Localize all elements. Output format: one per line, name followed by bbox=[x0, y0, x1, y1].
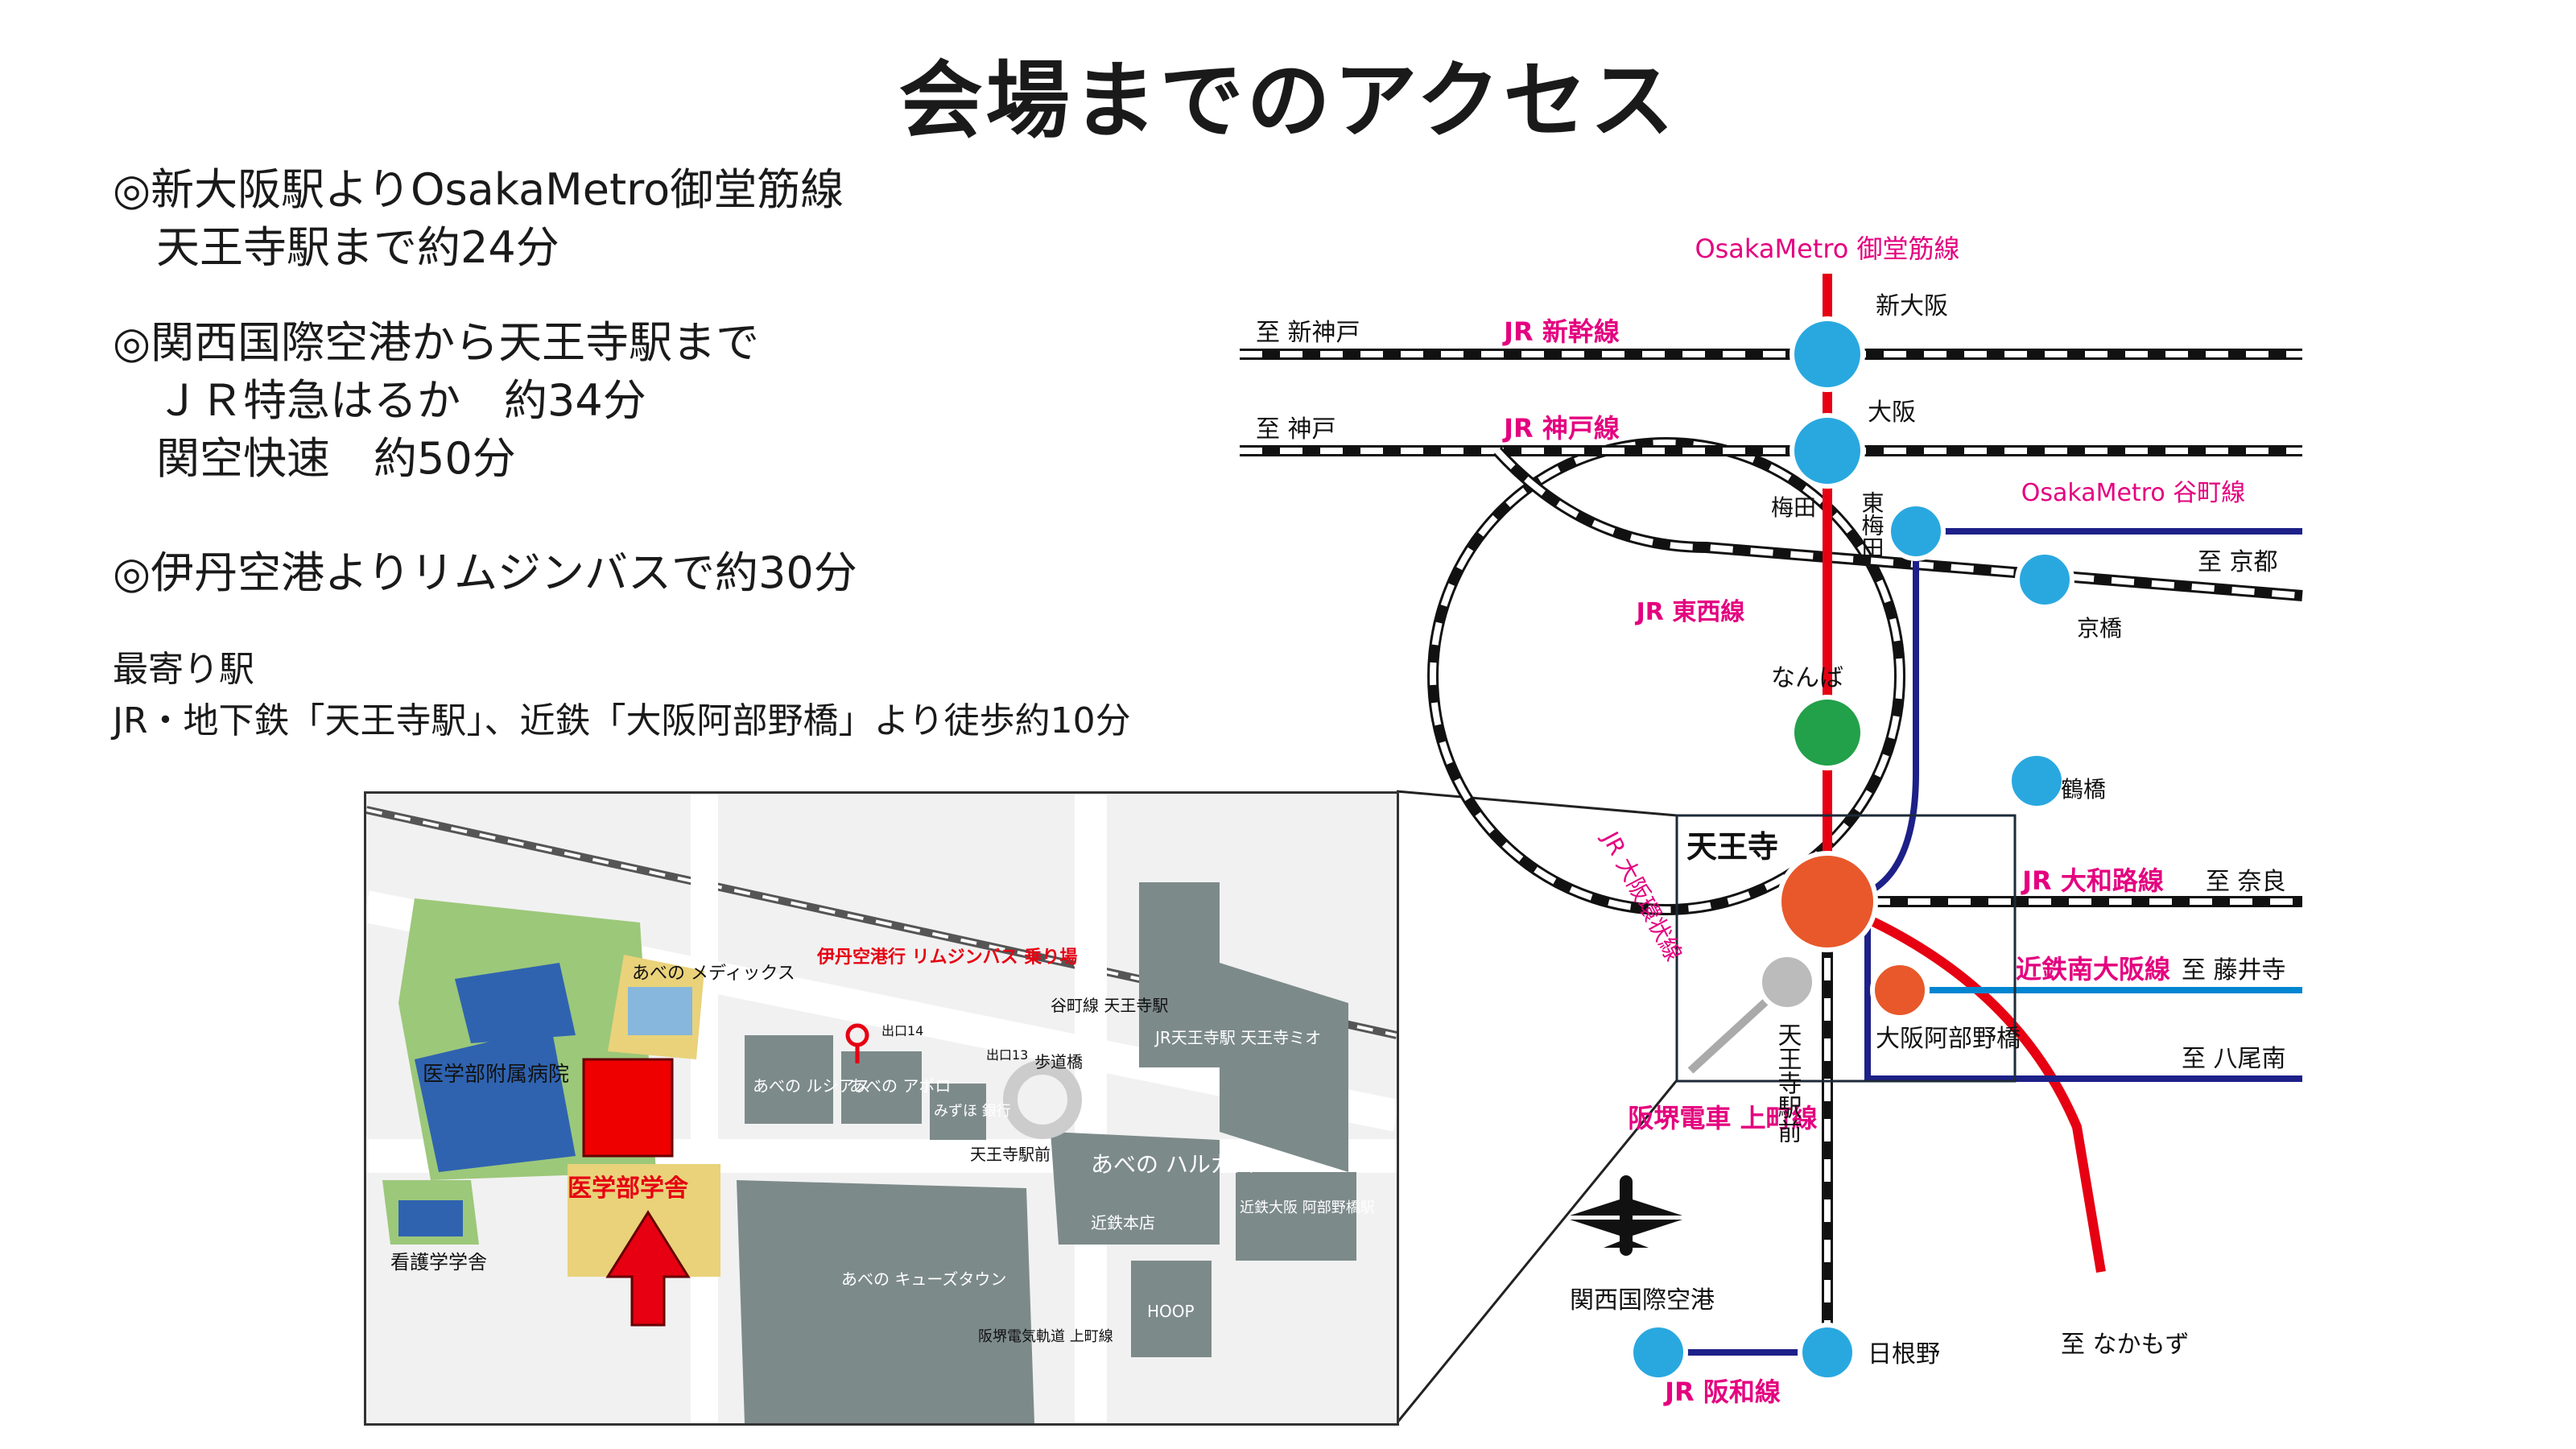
label-hoop: HOOP bbox=[1147, 1302, 1195, 1321]
label-lucias: あべの ルシアス bbox=[753, 1076, 870, 1096]
yamatoji-line-label: JR 大和路線 bbox=[2021, 865, 2164, 896]
jr-loop-line-dash bbox=[1430, 440, 1903, 913]
label-exit13: 出口13 bbox=[986, 1047, 1028, 1063]
label-qs-mall: あべの キューズタウン bbox=[841, 1269, 1006, 1289]
building-mio bbox=[1220, 963, 1348, 1172]
kintetsu-line-label: 近鉄南大阪線 bbox=[2016, 954, 2170, 985]
dest-kyoto: 至 京都 bbox=[2198, 548, 2278, 576]
midosuji-line-south bbox=[1825, 897, 2106, 1273]
access-line: 関空快速 約50分 bbox=[113, 433, 516, 484]
nearest-text: JR・地下鉄「天王寺駅」、近鉄「大阪阿部野橋」より徒歩約10分 bbox=[113, 700, 1131, 741]
dest-yao: 至 八尾南 bbox=[2182, 1045, 2286, 1073]
access-line: ◎関西国際空港から天王寺駅まで bbox=[113, 317, 760, 368]
access-line: ＪＲ特急はるか 約34分 bbox=[113, 375, 646, 426]
building-apollo bbox=[841, 1051, 922, 1124]
building-harukas bbox=[1051, 1132, 1220, 1245]
label-apollo: あべの アポロ bbox=[849, 1076, 951, 1096]
station-label-tennoji-ekimae: 天王寺駅前 bbox=[1773, 1022, 1802, 1143]
access-item-itami-airport: ◎伊丹空港よりリムジンバスで約30分 bbox=[113, 544, 857, 602]
station-tsuruhashi bbox=[2007, 751, 2066, 811]
label-medical-school: 医学部学舎 bbox=[568, 1174, 688, 1203]
bus-stop-pin-icon bbox=[845, 1023, 869, 1063]
label-jr-tennoji: JR天王寺駅 天王寺ミオ bbox=[1154, 1028, 1321, 1047]
station-abenobashi bbox=[1870, 960, 1930, 1020]
label-medix: あべの メディックス bbox=[632, 964, 795, 984]
dest-nara: 至 奈良 bbox=[2206, 868, 2286, 896]
label-harukas: あべの ハルカス bbox=[1091, 1151, 1255, 1178]
station-label-tennoji: 天王寺 bbox=[1686, 829, 1778, 865]
label-kintetsu-honten: 近鉄本店 bbox=[1091, 1213, 1155, 1232]
hankai-line-label: 阪堺電車 上町線 bbox=[1628, 1103, 1817, 1133]
label-mizuho: みずほ 銀行 bbox=[934, 1103, 1011, 1120]
jr-kyoto-line-dash bbox=[1495, 448, 2303, 599]
building-jr-tennoji bbox=[1139, 882, 1220, 1067]
station-osaka bbox=[1790, 413, 1865, 489]
building-kintetsu-station bbox=[1236, 1172, 1356, 1261]
station-label-kyobashi: 京橋 bbox=[2077, 615, 2122, 642]
nearest-heading: 最寄り駅 bbox=[113, 649, 254, 690]
hospital-building bbox=[415, 1027, 576, 1172]
building-hoop bbox=[1131, 1261, 1212, 1357]
tennoji-focus-box bbox=[1675, 814, 2017, 1083]
station-label-shin-osaka: 新大阪 bbox=[1876, 292, 1948, 320]
medical-school-building bbox=[582, 1058, 674, 1158]
nearest-station: 最寄り駅 JR・地下鉄「天王寺駅」、近鉄「大阪阿部野橋」より徒歩約10分 bbox=[113, 644, 1131, 747]
station-kyobashi bbox=[2015, 550, 2074, 609]
access-line: 天王寺駅まで約24分 bbox=[113, 222, 559, 273]
hanwa-line-label: JR 阪和線 bbox=[1663, 1377, 1781, 1407]
label-footbridge: 歩道橋 bbox=[1034, 1052, 1083, 1071]
hospital-building-annex bbox=[455, 963, 576, 1043]
label-kintetsu-abeno: 近鉄大阪 阿部野橋駅 bbox=[1240, 1199, 1375, 1216]
airplane-icon bbox=[1570, 1175, 1682, 1256]
station-label-hineno: 日根野 bbox=[1868, 1340, 1940, 1368]
label-hospital: 医学部附属病院 bbox=[423, 1063, 569, 1087]
building-lucias bbox=[745, 1035, 833, 1124]
building-qs-mall bbox=[737, 1180, 1034, 1423]
shinkansen-label: JR 新幹線 bbox=[1502, 316, 1620, 347]
dest-kobe: 至 神戸 bbox=[1256, 415, 1336, 444]
local-area-map: 医学部附属病院 看護学学舎 医学部学舎 あべの メディックス 伊丹空港行 リムジ… bbox=[364, 791, 1399, 1426]
loop-line-label: JR 大阪環状線 bbox=[1596, 826, 1687, 965]
dest-shinkobe: 至 新神戸 bbox=[1256, 319, 1360, 347]
label-exit14: 出口14 bbox=[881, 1023, 923, 1038]
station-tennoji-ekimae bbox=[1757, 952, 1817, 1012]
midosuji-line-label: OsakaMetro 御堂筋線 bbox=[1695, 233, 1959, 264]
station-higashi-umeda bbox=[1886, 502, 1946, 561]
station-label-abenobashi: 大阪阿部野橋 bbox=[1876, 1025, 2021, 1053]
station-label-umeda: 梅田 bbox=[1771, 494, 1816, 521]
station-hineno bbox=[1798, 1323, 1857, 1382]
access-item-kansai-airport: ◎関西国際空港から天王寺駅まで ＪＲ特急はるか 約34分 関空快速 約50分 bbox=[113, 314, 857, 488]
label-tennojiekimae: 天王寺駅前 bbox=[970, 1145, 1051, 1164]
destination-arrow-icon bbox=[605, 1210, 691, 1327]
station-label-osaka: 大阪 bbox=[1868, 398, 1916, 427]
dest-nakamozu: 至 なかもず bbox=[2061, 1331, 2190, 1359]
dest-fujiidera: 至 藤井寺 bbox=[2182, 956, 2286, 985]
label-limousine: 伊丹空港行 リムジンバス 乗り場 bbox=[816, 947, 1077, 968]
label-tanimachi-tennoji: 谷町線 天王寺駅 bbox=[1051, 996, 1168, 1015]
building-mizuho bbox=[930, 1084, 986, 1140]
medix-building bbox=[628, 987, 692, 1035]
access-instructions: ◎新大阪駅よりOsakaMetro御堂筋線 天王寺駅まで約24分 ◎関西国際空港… bbox=[113, 161, 857, 639]
station-label-higashi-umeda: 東梅田 bbox=[1859, 491, 1885, 559]
tanimachi-line-label: OsakaMetro 谷町線 bbox=[2021, 479, 2246, 507]
route-map: OsakaMetro 御堂筋線 JR 新幹線 JR 神戸線 OsakaMetro… bbox=[1240, 233, 2303, 1407]
station-namba bbox=[1790, 695, 1865, 770]
station-label-namba: なんば bbox=[1771, 664, 1843, 692]
label-hankai: 阪堺電気軌道 上町線 bbox=[978, 1328, 1113, 1345]
access-line: ◎伊丹空港よりリムジンバスで約30分 bbox=[113, 547, 857, 598]
label-nursing: 看護学学舎 bbox=[390, 1251, 487, 1274]
access-item-shin-osaka: ◎新大阪駅よりOsakaMetro御堂筋線 天王寺駅まで約24分 bbox=[113, 161, 857, 277]
station-tennoji bbox=[1777, 851, 1878, 952]
page-title: 会場までのアクセス bbox=[898, 52, 1678, 150]
station-label-kansai-airport: 関西国際空港 bbox=[1570, 1286, 1715, 1315]
station-label-tsuruhashi: 鶴橋 bbox=[2061, 776, 2106, 803]
kobe-line-label: JR 神戸線 bbox=[1502, 413, 1620, 444]
access-line: ◎新大阪駅よりOsakaMetro御堂筋線 bbox=[113, 164, 844, 215]
station-kansai-airport bbox=[1629, 1323, 1688, 1382]
nursing-building bbox=[398, 1200, 463, 1236]
footbridge bbox=[1003, 1060, 1082, 1139]
station-shin-osaka bbox=[1790, 316, 1865, 392]
tozai-line-label: JR 東西線 bbox=[1635, 598, 1745, 626]
